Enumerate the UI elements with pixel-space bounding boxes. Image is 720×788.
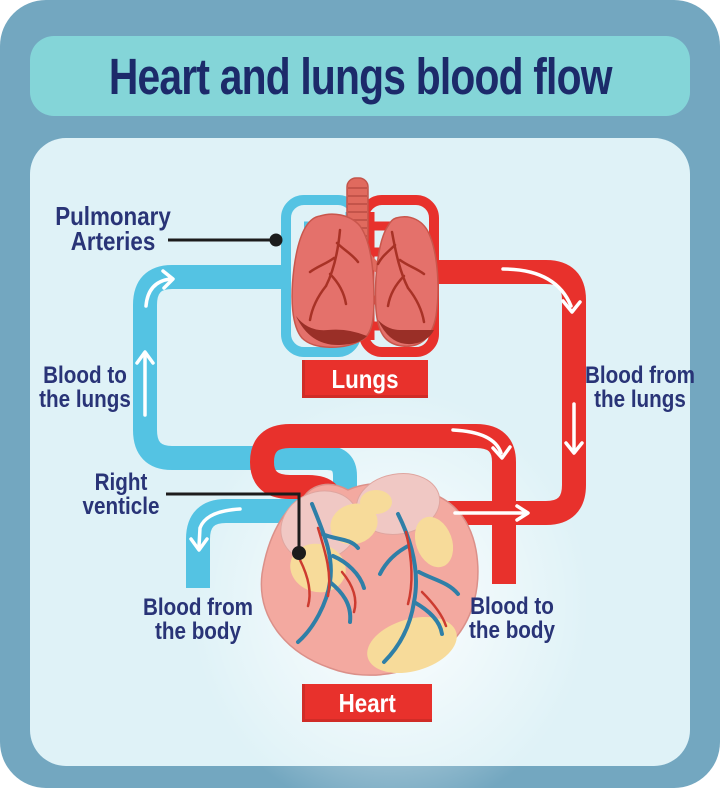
pointer-right-venticle: [166, 492, 306, 560]
heart-badge-text: Heart: [338, 687, 396, 718]
label-line: Arteries: [70, 226, 156, 256]
label-line: Right: [94, 469, 148, 496]
lungs-badge: Lungs: [302, 360, 428, 398]
pipe-red-blood-from-lungs: [436, 260, 586, 525]
label-line: the body: [469, 617, 555, 644]
pointer-pulmonary-arteries: [168, 233, 283, 247]
label-line: Blood to: [43, 362, 127, 389]
arrow-red-aorta-elbow: [451, 428, 512, 460]
label-blood-from-the-lungs: Blood from the lungs: [560, 364, 720, 412]
left-lung: [291, 213, 375, 348]
label-line: Pulmonary: [55, 201, 171, 231]
label-line: Blood to: [470, 593, 554, 620]
arrow-up-left-elbow: [144, 269, 175, 308]
label-blood-from-the-body: Blood from the body: [108, 596, 288, 644]
label-line: the lungs: [39, 386, 131, 413]
arrow-red-bottom-horizontal: [453, 504, 530, 522]
page-title: Heart and lungs blood flow: [108, 47, 613, 105]
arrow-red-lungs-outlet: [501, 267, 582, 314]
lungs-badge-text: Lungs: [331, 363, 399, 394]
label-line: venticle: [82, 493, 160, 520]
label-line: Blood from: [584, 362, 696, 389]
arrow-red-right-vertical: [564, 402, 584, 455]
label-line: Blood from: [142, 594, 254, 621]
flow-arrows: [135, 267, 584, 552]
arrow-up-left-vertical: [135, 350, 155, 417]
label-line: the lungs: [594, 386, 686, 413]
right-lung: [374, 216, 439, 347]
lungs-illustration: [281, 177, 439, 357]
label-right-venticle: Right venticle: [41, 471, 201, 519]
label-blood-to-the-body: Blood to the body: [432, 595, 592, 643]
heart-illustration: [260, 473, 479, 676]
pipe-blue-heart-to-lungs: [133, 265, 357, 505]
label-blood-to-the-lungs: Blood to the lungs: [5, 364, 165, 412]
label-pulmonary-arteries: Pulmonary Arteries: [33, 201, 193, 256]
label-line: the body: [155, 618, 241, 645]
heart-badge: Heart: [302, 684, 432, 722]
title-bar: Heart and lungs blood flow: [30, 36, 690, 116]
arrow-down-bottom-left: [189, 507, 242, 552]
fat-patches: [290, 490, 457, 674]
coronary-arteries: [298, 526, 448, 628]
